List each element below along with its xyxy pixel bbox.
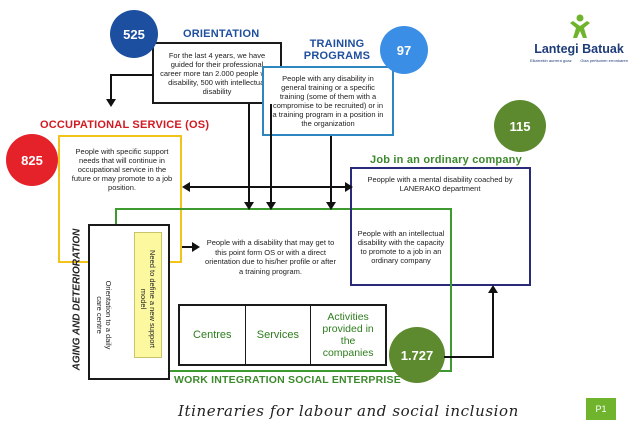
os-title: OCCUPATIONAL SERVICE (OS) <box>40 119 210 131</box>
wise-count-circle: 1.727 <box>389 327 445 383</box>
logo-name: Lantegi Batuak <box>534 42 624 56</box>
page-label-text: P1 <box>595 404 607 414</box>
ordinary-border-left-segment <box>350 208 352 286</box>
orientation-text: For the last 4 years, we have guided for… <box>160 50 274 96</box>
training-title-text: TRAINING PROGRAMS <box>303 38 371 62</box>
training-box: People with any disability in general tr… <box>262 66 394 136</box>
arrow-orientation-down-b-head <box>266 202 276 210</box>
training-count: 97 <box>396 42 412 58</box>
logo: Lantegi Batuak Elkarrekin aurrera goaz G… <box>530 14 628 72</box>
ordinary-border-bottom-segment <box>350 284 531 286</box>
orientation-count-circle: 525 <box>110 10 158 58</box>
arrow-orientation-to-os-head <box>106 99 116 107</box>
wise-border-right-segment <box>450 208 452 372</box>
orientation-box: For the last 4 years, we have guided for… <box>152 42 282 104</box>
orientation-count: 525 <box>123 26 145 42</box>
ordinary-inner-box: People with an intellectual disability w… <box>352 210 450 284</box>
wise-cell-services-label: Services <box>256 329 299 341</box>
orientation-title: ORIENTATION <box>183 28 260 40</box>
center-text: People with a disability that may get to… <box>205 238 336 276</box>
page-label: P1 <box>586 398 616 420</box>
ordinary-count: 115 <box>509 118 531 134</box>
arrow-wise-ordinary-v <box>492 292 494 358</box>
arrow-orientation-down-a-head <box>244 202 254 210</box>
support-model-text: Need to define a new support model <box>139 250 157 348</box>
arrow-orientation-to-os-v <box>110 74 112 100</box>
arrow-wise-ordinary-head <box>488 285 498 293</box>
os-count: 825 <box>21 152 43 168</box>
aging-title-text: AGING AND DETERIORATION <box>71 228 83 371</box>
logo-figure-icon <box>570 14 590 38</box>
arrow-os-ordinary-line <box>188 186 346 188</box>
os-text: People with specific support needs that … <box>71 147 173 192</box>
wise-title: WORK INTEGRATION SOCIAL ENTERPRISE <box>174 374 401 386</box>
wise-cell-activities: Activities provided in the companies <box>311 306 385 364</box>
training-count-circle: 97 <box>380 26 428 74</box>
arrow-wise-ordinary-h <box>444 356 494 358</box>
arrow-os-center-head <box>192 242 200 252</box>
logo-tagline-left: Elkarrekin aurrera goaz <box>530 58 572 63</box>
wise-cell-centres: Centres <box>180 306 246 364</box>
os-count-circle: 825 <box>6 134 58 186</box>
arrow-orientation-down-b <box>270 104 272 204</box>
wise-cell-activities-label: Activities provided in the companies <box>322 311 374 359</box>
arrow-orientation-to-os-h <box>110 74 154 76</box>
training-title: TRAINING PROGRAMS <box>292 38 382 62</box>
arrow-orientation-down-a <box>248 104 250 204</box>
arrow-training-down-head <box>326 202 336 210</box>
ordinary-title: Job in an ordinary company <box>370 154 522 166</box>
slide-subtitle: Itineraries for labour and social inclus… <box>178 402 519 420</box>
support-model-label: Need to define a new support model <box>139 250 157 348</box>
wise-cell-centres-label: Centres <box>193 329 232 341</box>
support-model-note <box>134 232 162 358</box>
ordinary-top-label: Peopple with a mental disability coached… <box>367 175 513 193</box>
day-care-label: Orientation to a daily care centre <box>95 280 113 350</box>
arrow-os-ordinary-left-head <box>182 182 190 192</box>
ordinary-top-text: Peopple with a mental disability coached… <box>360 172 520 196</box>
arrow-os-center <box>182 246 194 248</box>
wise-count: 1.727 <box>400 347 434 363</box>
training-text: People with any disability in general tr… <box>272 74 384 128</box>
ordinary-count-circle: 115 <box>494 100 546 152</box>
day-care-text: Orientation to a daily care centre <box>95 275 113 355</box>
logo-tagline-right: Giza pertsonen erronkaren <box>580 58 628 63</box>
ordinary-mid-label: People with an intellectual disability w… <box>357 229 445 265</box>
aging-title: AGING AND DETERIORATION <box>72 217 83 383</box>
arrow-os-ordinary-right-head <box>345 182 353 192</box>
center-box: People with a disability that may get to… <box>198 228 343 286</box>
wise-cell-services: Services <box>246 306 312 364</box>
arrow-training-down <box>330 136 332 204</box>
wise-table: Centres Services Activities provided in … <box>178 304 387 366</box>
